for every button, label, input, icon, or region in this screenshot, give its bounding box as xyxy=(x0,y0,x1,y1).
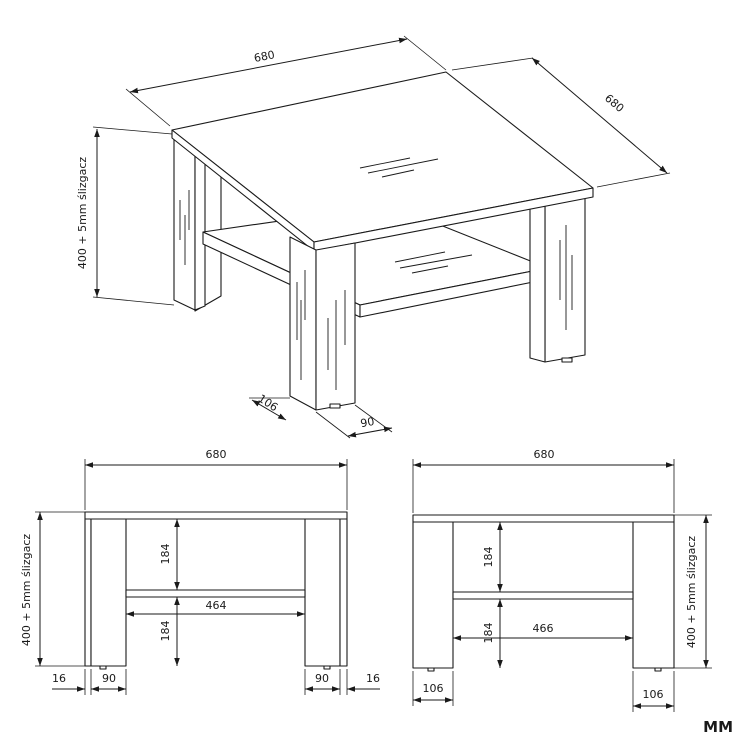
perspective-leg-depth-dim-line xyxy=(347,426,393,438)
side-inner-width-label: 466 xyxy=(533,622,554,635)
back-right-leg xyxy=(544,192,586,363)
front-left-foot xyxy=(99,665,107,670)
side-view: 680 400 + 5mm ślizgacz 184 184 466 106 1… xyxy=(412,448,712,712)
front-upper-gap-label: 184 xyxy=(159,544,172,565)
side-left-leg xyxy=(412,521,454,669)
front-width-label: 680 xyxy=(206,448,227,461)
front-right-leg-label: 90 xyxy=(315,672,329,685)
table-top-front-edge xyxy=(313,187,594,252)
left-front-leg-side xyxy=(194,140,206,311)
front-right-panel xyxy=(339,518,348,667)
perspective-height-label: 400 + 5mm ślizgacz xyxy=(76,157,89,270)
wood-grain xyxy=(179,157,573,390)
front-right-foot xyxy=(323,665,331,670)
unit-label: MM xyxy=(703,718,733,736)
perspective-leg-depth-label: 90 xyxy=(359,415,375,430)
side-height-label: 400 + 5mm ślizgacz xyxy=(685,536,698,649)
side-left-foot xyxy=(427,667,435,672)
front-leg-side xyxy=(315,242,356,411)
side-upper-gap-label: 184 xyxy=(482,547,495,568)
front-lower-gap-label: 184 xyxy=(159,621,172,642)
side-shelf xyxy=(452,591,634,600)
front-view: 680 400 + 5mm ślizgacz 184 184 464 16 90… xyxy=(20,448,380,695)
front-top xyxy=(84,511,348,520)
front-inner-width-label: 464 xyxy=(206,599,227,612)
perspective-leg-width-label: 106 xyxy=(256,392,281,414)
back-right-leg-side xyxy=(529,199,546,363)
perspective-width-label: 680 xyxy=(253,48,276,65)
side-right-leg xyxy=(632,521,675,669)
side-width-label: 680 xyxy=(534,448,555,461)
front-height-label: 400 + 5mm ślizgacz xyxy=(20,534,33,647)
front-left-inset-label: 16 xyxy=(52,672,66,685)
side-lower-gap-label: 184 xyxy=(482,623,495,644)
perspective-width-dim-line xyxy=(129,37,408,94)
front-left-leg-label: 90 xyxy=(102,672,116,685)
front-right-inset-label: 16 xyxy=(366,672,380,685)
perspective-depth-label: 680 xyxy=(602,92,626,115)
front-right-leg xyxy=(304,518,341,667)
perspective-depth-dim-line xyxy=(531,57,668,174)
front-left-panel xyxy=(84,518,92,667)
side-right-foot xyxy=(654,667,662,672)
perspective-leg-width-dim-line xyxy=(251,399,287,421)
front-leg-face xyxy=(289,236,317,411)
front-left-leg xyxy=(90,518,127,667)
back-right-leg-foot xyxy=(561,357,573,363)
front-shelf xyxy=(125,589,306,598)
side-right-leg-label: 106 xyxy=(643,688,664,701)
side-top xyxy=(412,514,675,523)
left-front-leg xyxy=(173,135,196,311)
front-leg-foot xyxy=(329,403,341,409)
perspective-view: 680 680 400 + 5mm ślizgacz 106 90 xyxy=(76,35,671,439)
side-left-leg-label: 106 xyxy=(423,682,444,695)
